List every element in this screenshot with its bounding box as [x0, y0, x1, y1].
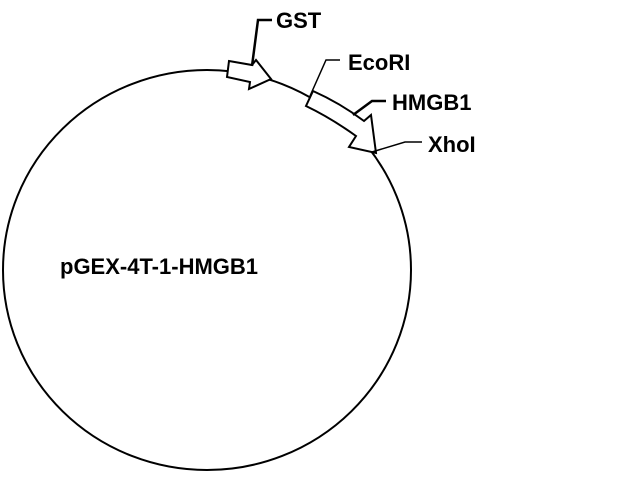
hmgb1-arrow: [304, 89, 378, 155]
plasmid-backbone: [2, 69, 412, 471]
hmgb1-leader-line: [352, 99, 386, 117]
ecori-label: EcoRI: [348, 50, 410, 75]
gst-leader-line: [250, 18, 272, 67]
gst-label: GST: [276, 8, 322, 33]
plasmid-name: pGEX-4T-1-HMGB1: [60, 254, 258, 279]
xhoi-label: XhoI: [428, 132, 476, 157]
ecori-leader-line: [309, 59, 340, 97]
hmgb1-label: HMGB1: [392, 90, 471, 115]
gst-arrow: [225, 58, 273, 91]
xhoi-leader-line: [371, 141, 422, 153]
